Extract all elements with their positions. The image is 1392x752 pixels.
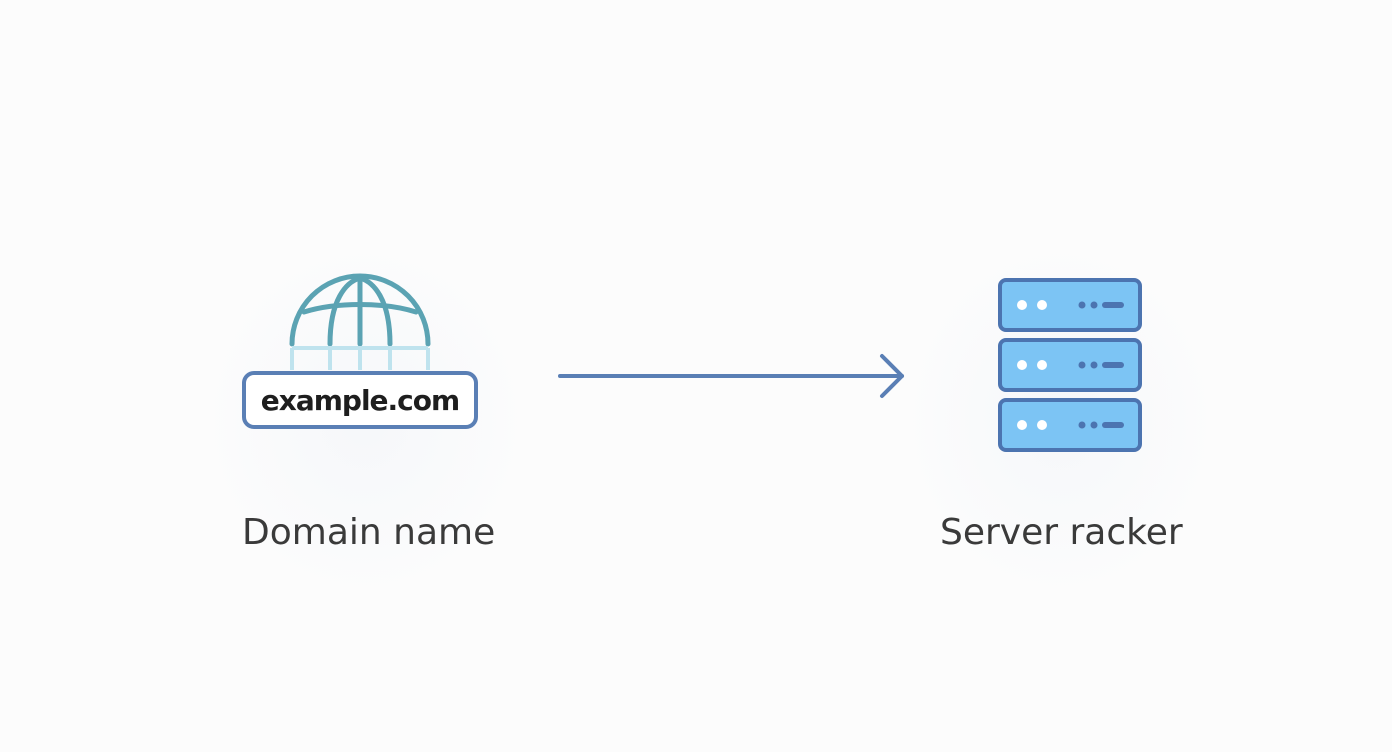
domain-label: example.com <box>260 383 460 417</box>
domain-input-box: example.com <box>242 371 478 429</box>
server-rack-icon <box>998 278 1142 452</box>
server-unit-3 <box>998 398 1142 452</box>
server-unit-2 <box>998 338 1142 392</box>
right-arrow-icon <box>558 354 904 398</box>
server-unit-1 <box>998 278 1142 332</box>
server-caption: Server racker <box>940 512 1183 553</box>
globe-icon <box>289 273 431 370</box>
domain-name-caption: Domain name <box>242 512 496 553</box>
